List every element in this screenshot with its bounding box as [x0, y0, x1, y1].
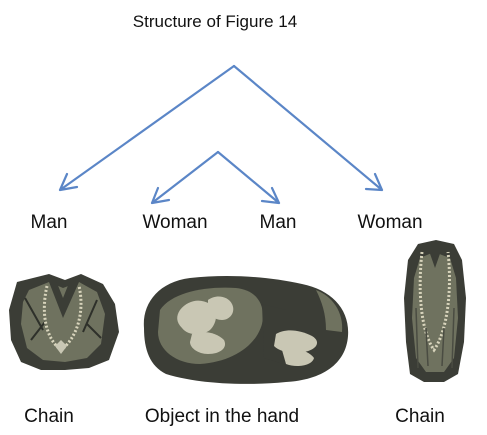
label-object-in-hand: Object in the hand [145, 406, 299, 428]
label-chain-right: Chain [395, 406, 445, 428]
arrow-outer-right [234, 66, 382, 190]
arrow-inner-right [218, 152, 279, 203]
arrow-outer-left [60, 66, 234, 190]
label-woman-right: Woman [357, 212, 422, 234]
label-woman-middle: Woman [142, 212, 207, 234]
label-chain-left: Chain [24, 406, 74, 428]
label-man-middle: Man [260, 212, 297, 234]
chain-woman-photo [400, 238, 470, 388]
label-man-left: Man [31, 212, 68, 234]
hands-object-photo [136, 270, 356, 390]
chain-man-photo [5, 270, 125, 385]
arrow-inner-left [152, 152, 218, 203]
